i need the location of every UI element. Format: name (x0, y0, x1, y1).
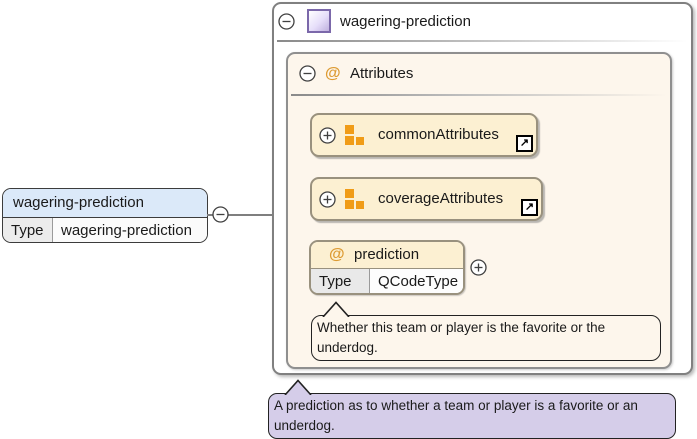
element-node-title: wagering-prediction (3, 189, 207, 218)
type-value: wagering-prediction (53, 218, 207, 242)
attribute-documentation: Whether this team or player is the favor… (311, 301, 661, 362)
attribute-name: prediction (354, 246, 420, 263)
attribute-type-row: Type QCodeType (311, 269, 463, 293)
goto-definition-icon[interactable]: ↗ (521, 199, 538, 216)
attribute-group-icon (345, 125, 365, 145)
attribute-node-prediction[interactable]: @ prediction Type QCodeType (309, 240, 465, 295)
at-icon: @ (329, 246, 345, 263)
attributes-group-label: Attributes (350, 65, 414, 82)
element-node-wagering-prediction[interactable]: wagering-prediction Type wagering-predic… (2, 188, 208, 243)
attribute-header: @ prediction (311, 242, 463, 269)
element-annotation: A prediction as to whether a team or pla… (268, 379, 676, 439)
element-icon (307, 9, 331, 33)
attribute-group-ref-commonAttributes[interactable]: commonAttributes ↗ (310, 113, 538, 157)
connector-line (207, 214, 291, 216)
tooltip-pointer (322, 301, 350, 317)
attribute-group-ref-coverageAttributes[interactable]: coverageAttributes ↗ (310, 177, 543, 221)
attributes-group-box: @ Attributes commonAttributes ↗ (286, 52, 672, 369)
annotation-text: A prediction as to whether a team or pla… (274, 398, 638, 433)
panel-title: wagering-prediction (340, 13, 471, 30)
attribute-expand-icon[interactable] (470, 259, 487, 276)
type-label: Type (311, 269, 370, 293)
annotation-pointer (284, 379, 312, 395)
panel-collapse-icon[interactable] (278, 13, 295, 30)
attributes-divider (291, 94, 667, 96)
attribute-group-name: commonAttributes (378, 126, 499, 143)
element-node-type-row: Type wagering-prediction (3, 218, 207, 242)
goto-definition-icon[interactable]: ↗ (516, 135, 533, 152)
at-icon: @ (325, 65, 341, 82)
type-value: QCodeType (370, 269, 463, 293)
panel-divider (277, 40, 688, 42)
expand-icon[interactable] (319, 191, 336, 208)
attributes-collapse-icon[interactable] (299, 65, 316, 82)
attribute-group-name: coverageAttributes (378, 190, 504, 207)
element-detail-panel: wagering-prediction @ Attributes commonA… (272, 2, 693, 375)
documentation-text: Whether this team or player is the favor… (317, 320, 606, 355)
attribute-group-icon (345, 189, 365, 209)
expand-icon[interactable] (319, 127, 336, 144)
type-label: Type (3, 218, 53, 242)
collapse-toggle-icon[interactable] (212, 206, 229, 223)
